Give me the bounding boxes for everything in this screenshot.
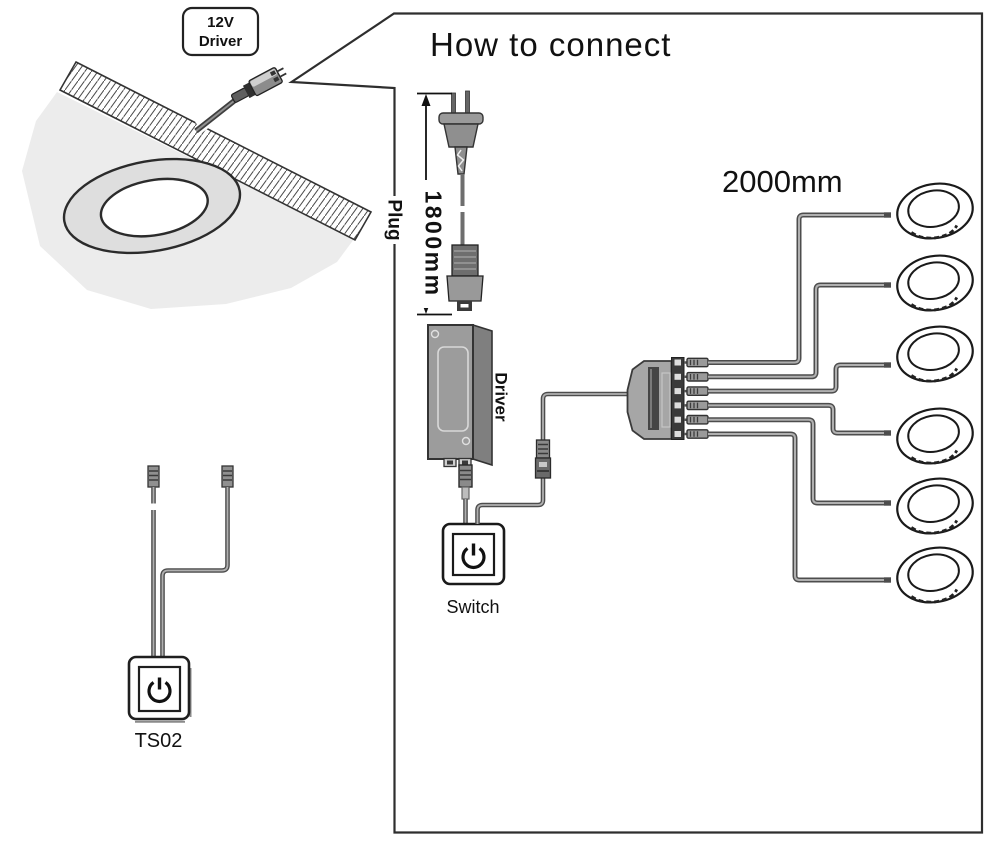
power-plug-icon xyxy=(438,90,484,311)
distribution-wires xyxy=(684,212,891,583)
driver-switch-wire xyxy=(458,464,473,524)
downlight-trim-icon xyxy=(62,157,242,255)
ceiling-band xyxy=(58,60,373,242)
wire-connector-pair-icon xyxy=(534,439,552,479)
dimension-label: 1800mm xyxy=(420,190,446,297)
switch-button-icon xyxy=(441,522,506,586)
switch-distributor-wire xyxy=(475,391,629,524)
plug-label-group: Plug xyxy=(383,196,404,244)
port-tab-connectors xyxy=(684,357,709,439)
dimension-arrow: 1800mm xyxy=(417,92,452,316)
driver-label: Driver xyxy=(492,372,511,422)
length-label-2000mm: 2000mm xyxy=(722,164,843,199)
ts02-label: TS02 xyxy=(135,730,183,752)
distributor-ports xyxy=(674,359,681,437)
ts02-assembly: TS02 xyxy=(127,465,234,752)
callout-line1: 12V xyxy=(207,14,234,31)
switch-label: Switch xyxy=(446,597,499,617)
ts02-wires xyxy=(151,487,230,658)
plug-label: Plug xyxy=(383,199,404,240)
cable-connector-icon xyxy=(230,67,287,103)
ts02-connector-icon xyxy=(147,465,234,488)
driver-unit-icon xyxy=(427,323,493,468)
callout-12v-driver-box: 12V Driver xyxy=(181,6,260,57)
ts02-switch-icon xyxy=(127,655,192,723)
callout-line2: Driver xyxy=(199,33,243,50)
wire-end-tips xyxy=(884,212,891,583)
distributor-icon xyxy=(626,357,685,440)
ceiling-illustration xyxy=(22,60,373,309)
frame-title: How to connect xyxy=(430,26,671,63)
